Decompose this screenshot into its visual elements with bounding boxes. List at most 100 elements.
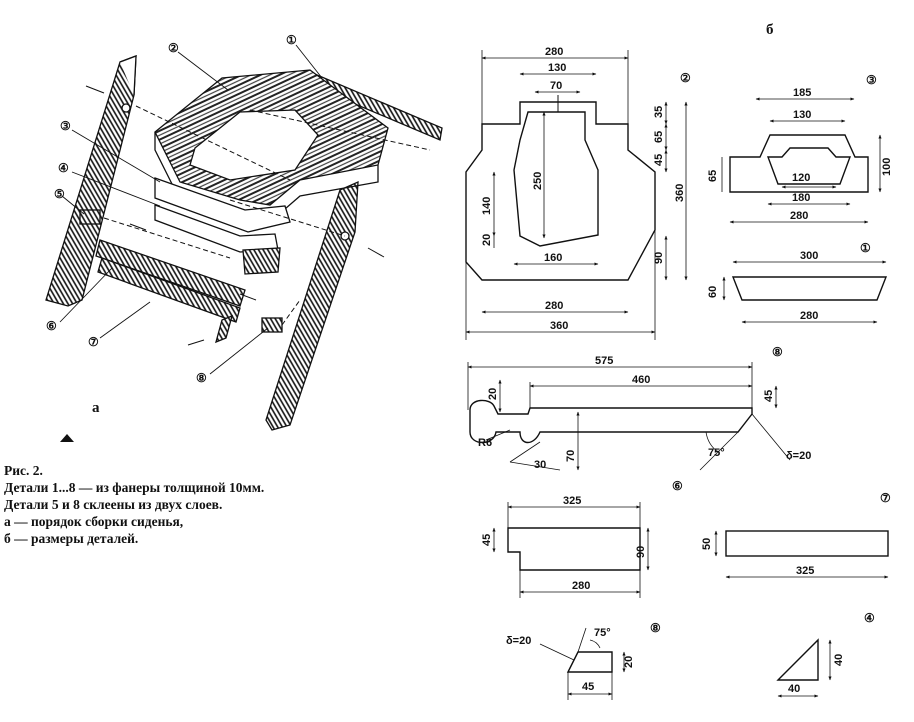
dim-50: 50 bbox=[701, 538, 713, 550]
part-8-small-id: ⑧ bbox=[650, 621, 661, 635]
part-8-small-drawing bbox=[566, 651, 613, 673]
triangle-marker bbox=[60, 434, 74, 442]
panel-b-label: б bbox=[766, 22, 774, 38]
assembly-guides bbox=[103, 105, 431, 326]
part-2-dimension-lines bbox=[465, 50, 688, 340]
dim-40-horizontal: 40 bbox=[788, 683, 800, 695]
part-7-dimensions: ⑦ 50 325 bbox=[701, 491, 891, 577]
part-4-dimensions: ④ 40 40 bbox=[788, 611, 875, 695]
part-2-dimensions: ② 280 130 70 35 65 45 250 360 140 20 160… bbox=[481, 46, 691, 332]
dim-65-p3: 65 bbox=[707, 170, 719, 182]
callout-2: ② bbox=[168, 41, 179, 55]
part-4-drawing bbox=[776, 638, 819, 681]
part-3-id: ③ bbox=[866, 73, 877, 87]
callout-4: ④ bbox=[58, 161, 69, 175]
figure-caption: Рис. 2. Детали 1...8 — из фанеры толщино… bbox=[4, 462, 264, 547]
dim-130-p3: 130 bbox=[793, 109, 811, 121]
callout-6: ⑥ bbox=[46, 319, 57, 333]
dim-thickness: δ=20 bbox=[786, 450, 811, 462]
dim-140: 140 bbox=[481, 197, 493, 215]
dim-280-bottom: 280 bbox=[545, 300, 563, 312]
part-2-seat bbox=[154, 69, 389, 223]
part-5-block bbox=[79, 209, 101, 225]
dim-90: 90 bbox=[653, 252, 665, 264]
part-4-dimension-lines bbox=[777, 639, 832, 698]
callout-7: ⑦ bbox=[88, 335, 99, 349]
dim-40-vertical: 40 bbox=[833, 654, 845, 666]
caption-line-2: Детали 1...8 — из фанеры толщиной 10мм. bbox=[4, 480, 265, 495]
part-6-7-step bbox=[95, 239, 246, 344]
part-8-dimensions: ⑧ 575 460 20 45 R6 30 70 75° δ=20 bbox=[478, 345, 811, 471]
part-4-id: ④ bbox=[864, 611, 875, 625]
screws bbox=[85, 85, 385, 346]
caption-line-3: Детали 5 и 8 склеены из двух слоев. bbox=[4, 497, 223, 512]
dim-120: 120 bbox=[792, 172, 810, 184]
part-3-4-plates bbox=[154, 177, 291, 275]
dim-250: 250 bbox=[532, 172, 544, 190]
dim-60: 60 bbox=[707, 286, 719, 298]
dim-20-p8: 20 bbox=[487, 388, 499, 400]
part-8-drawing bbox=[469, 399, 753, 444]
dim-300: 300 bbox=[800, 250, 818, 262]
dim-70: 70 bbox=[550, 80, 562, 92]
part-1-id: ① bbox=[860, 241, 871, 255]
dim-75deg-small: 75° bbox=[594, 627, 611, 639]
part-6-dimensions: ⑥ 325 45 90 280 bbox=[481, 479, 683, 592]
part-3-drawing bbox=[729, 134, 869, 193]
dim-30: 30 bbox=[534, 459, 546, 471]
dim-90-p6: 90 bbox=[635, 546, 647, 558]
dim-280-p3: 280 bbox=[790, 210, 808, 222]
part-7-drawing bbox=[725, 530, 889, 557]
dim-65: 65 bbox=[653, 131, 665, 143]
dim-thickness-small: δ=20 bbox=[506, 635, 531, 647]
dim-35: 35 bbox=[653, 106, 665, 118]
callout-leaders bbox=[59, 44, 323, 375]
right-leg bbox=[265, 180, 359, 431]
part-8-id: ⑧ bbox=[772, 345, 783, 359]
dim-70-p8: 70 bbox=[565, 450, 577, 462]
part-7-dimension-lines bbox=[714, 530, 889, 579]
callout-5: ⑤ bbox=[54, 187, 65, 201]
part-8-dimension-lines bbox=[467, 362, 791, 471]
assembly-callouts: ② ① ③ ④ ⑤ ⑥ ⑦ ⑧ bbox=[46, 33, 297, 385]
dim-460: 460 bbox=[632, 374, 650, 386]
caption-line-4: а — порядок сборки сиденья, bbox=[4, 514, 184, 529]
part-1-drawing bbox=[731, 276, 888, 301]
dim-45-p6: 45 bbox=[481, 534, 493, 546]
caption-line-1: Рис. 2. bbox=[4, 463, 43, 478]
caption-line-5: б — размеры деталей. bbox=[4, 531, 139, 546]
left-leg bbox=[45, 55, 137, 307]
dim-360-bottom: 360 bbox=[550, 320, 568, 332]
dim-180: 180 bbox=[792, 192, 810, 204]
dim-185: 185 bbox=[793, 87, 811, 99]
dim-100: 100 bbox=[881, 158, 893, 176]
dim-280-p1: 280 bbox=[800, 310, 818, 322]
dim-325-p7: 325 bbox=[796, 565, 814, 577]
part-6-id: ⑥ bbox=[672, 479, 683, 493]
part-2-drawing bbox=[465, 95, 656, 281]
dim-575: 575 bbox=[595, 355, 613, 367]
dim-75deg: 75° bbox=[708, 447, 725, 459]
dim-45-small: 45 bbox=[582, 681, 594, 693]
callout-3: ③ bbox=[60, 119, 71, 133]
dim-20: 20 bbox=[481, 234, 493, 246]
dim-r6: R6 bbox=[478, 437, 492, 449]
dim-325-p6: 325 bbox=[563, 495, 581, 507]
dim-20-small: 20 bbox=[623, 656, 635, 668]
part-6-dimension-lines bbox=[492, 502, 650, 598]
part-8-small-dimension-lines bbox=[539, 627, 626, 700]
part-8-small-dimensions: ⑧ δ=20 75° 20 45 bbox=[506, 621, 661, 693]
part-1-dimensions: ① 300 60 280 bbox=[707, 241, 871, 322]
callout-1: ① bbox=[286, 33, 297, 47]
dim-130: 130 bbox=[548, 62, 566, 74]
part-3-dimensions: ③ 185 130 65 100 120 180 280 bbox=[707, 73, 893, 222]
dim-280-p6: 280 bbox=[572, 580, 590, 592]
part-1-dimension-lines bbox=[722, 260, 887, 324]
dim-45-p8: 45 bbox=[763, 390, 775, 402]
assembly-view bbox=[45, 44, 443, 431]
dim-160: 160 bbox=[544, 252, 562, 264]
panel-a-label: а bbox=[92, 400, 100, 416]
part-3-dimension-lines bbox=[721, 97, 882, 224]
dim-360-right: 360 bbox=[674, 184, 686, 202]
